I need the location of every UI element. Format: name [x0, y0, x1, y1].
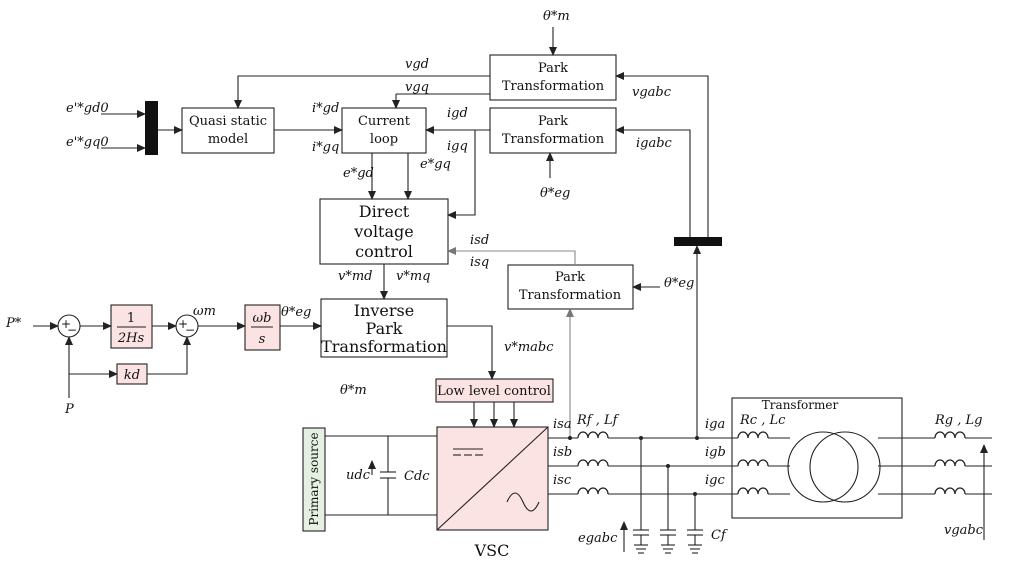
svg-text:loop: loop — [370, 132, 398, 147]
label-theta-m-top: θ*m — [543, 9, 570, 24]
svg-text:voltage: voltage — [353, 222, 413, 241]
label-e-gq0: e'*gq0 — [66, 135, 109, 150]
label-theta-eg-mid: θ*eg — [540, 186, 570, 201]
label-e-gq-star: e*gq — [420, 157, 451, 172]
base-frequency-integrator-block: ωb s — [244, 304, 281, 351]
current-loop-block: Current loop — [341, 107, 427, 154]
label-i-gq: igq — [447, 139, 468, 154]
label-theta-eg-low: θ*eg — [664, 276, 694, 291]
label-e-gd0: e'*gd0 — [66, 101, 109, 116]
label-v-gd: vgd — [405, 57, 429, 72]
svg-text:Primary source: Primary source — [307, 432, 321, 525]
primary-source-block: Primary source — [302, 427, 326, 532]
svg-text:+: + — [178, 317, 188, 331]
label-rf-lf: Rf , Lf — [576, 413, 620, 428]
label-i-gc: igc — [705, 473, 725, 488]
svg-text:Transformer: Transformer — [762, 398, 839, 412]
label-u-dc: udc — [346, 468, 371, 483]
label-i-sc: isc — [553, 473, 572, 488]
svg-text:−: − — [67, 323, 77, 337]
label-v-mq-star: v*mq — [396, 269, 431, 284]
demux-bar — [674, 237, 722, 246]
label-p: P — [64, 402, 74, 417]
svg-text:Transformation: Transformation — [321, 337, 447, 356]
label-rg-lg: Rg , Lg — [934, 413, 982, 428]
svg-text:Park: Park — [538, 114, 568, 129]
label-v-mabc-star: v*mabc — [504, 340, 554, 355]
svg-text:Transformation: Transformation — [519, 288, 622, 303]
signal-wires — [33, 27, 709, 438]
label-i-gabc: igabc — [636, 136, 673, 151]
transformer-block: Transformer — [731, 397, 903, 519]
sum-junction-1: + − — [57, 314, 81, 338]
mux-bar — [145, 101, 158, 155]
svg-text:Park: Park — [538, 61, 568, 76]
svg-text:s: s — [259, 332, 266, 347]
label-c-f: Cf — [711, 528, 728, 543]
label-i-sa: isa — [553, 417, 572, 432]
inertia-block: 1 2Hs — [110, 304, 153, 349]
park-transformation-mid-block: Park Transformation — [489, 107, 617, 154]
damping-gain-block: kd — [116, 363, 148, 385]
direct-voltage-control-block: Direct voltage control — [319, 198, 449, 265]
label-i-sb: isb — [553, 445, 572, 460]
svg-text:Direct: Direct — [359, 202, 410, 221]
label-i-gd-star: i*gd — [312, 101, 339, 116]
label-v-gabc: vgabc — [632, 85, 672, 100]
svg-text:+: + — [61, 317, 71, 331]
svg-text:−: − — [185, 323, 195, 337]
label-e-gabc: egabc — [578, 531, 618, 546]
label-i-sq: isq — [470, 255, 489, 270]
vsc-block: VSC — [436, 426, 549, 560]
svg-text:1: 1 — [127, 311, 135, 326]
label-v-md-star: v*md — [338, 269, 373, 284]
svg-text:Quasi static: Quasi static — [189, 114, 267, 129]
svg-text:VSC: VSC — [474, 541, 510, 560]
label-i-gb: igb — [705, 445, 726, 460]
power-circuit — [325, 431, 992, 554]
label-theta-m-bottom: θ*m — [340, 383, 367, 398]
low-level-control-block: Low level control — [435, 378, 554, 403]
svg-text:control: control — [355, 242, 413, 261]
label-v-gabc-out: vgabc — [944, 523, 984, 538]
park-transformation-low-block: Park Transformation — [507, 264, 634, 310]
svg-text:2Hs: 2Hs — [117, 331, 145, 346]
label-i-gq-star: i*gq — [312, 140, 339, 155]
label-p-star: P* — [5, 316, 22, 331]
svg-text:ωb: ωb — [253, 311, 272, 326]
label-i-sd: isd — [470, 233, 489, 248]
svg-text:kd: kd — [124, 368, 140, 383]
label-c-dc: Cdc — [404, 469, 430, 484]
label-omega-m: ωm — [193, 304, 216, 319]
label-e-gd-star: e*gd — [343, 166, 374, 181]
signal-labels: θ*m vgd vgq vgabc igd igq igabc θ*eg i*g… — [5, 9, 984, 546]
quasi-static-model-block: Quasi static model — [181, 107, 275, 154]
svg-text:Low level control: Low level control — [437, 384, 551, 399]
label-rc-lc: Rc , Lc — [739, 413, 786, 428]
svg-text:Inverse: Inverse — [354, 301, 414, 320]
label-v-gq: vgq — [405, 80, 429, 95]
svg-text:Current: Current — [358, 114, 411, 129]
label-i-ga: iga — [705, 417, 725, 432]
svg-text:model: model — [208, 132, 248, 147]
inverse-park-transformation-block: Inverse Park Transformation — [320, 298, 448, 358]
svg-text:Transformation: Transformation — [502, 79, 605, 94]
label-i-gd: igd — [447, 106, 468, 121]
park-transformation-top-block: Park Transformation — [489, 54, 617, 101]
label-theta-eg-inv: θ*eg — [281, 305, 311, 320]
svg-text:Park: Park — [555, 270, 585, 285]
svg-text:Park: Park — [366, 319, 403, 338]
svg-text:Transformation: Transformation — [502, 132, 605, 147]
